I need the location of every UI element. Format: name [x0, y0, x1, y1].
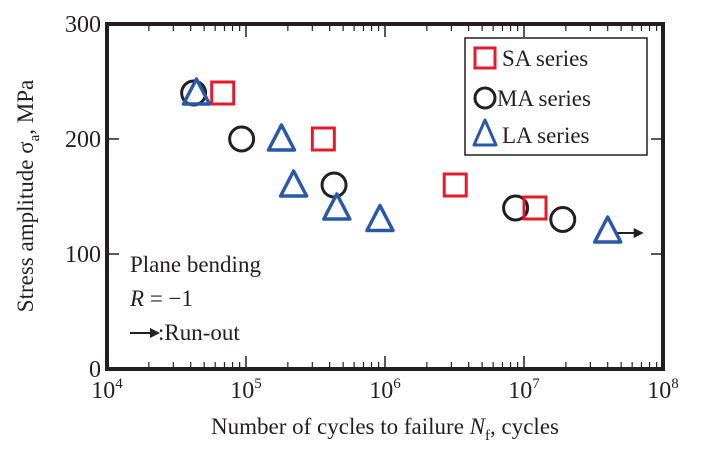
legend-label-la: LA series: [502, 123, 590, 148]
data-point-sa: [522, 195, 548, 221]
y-axis-title-main: Stress amplitude σ: [13, 141, 38, 312]
x-axis-title-suffix: , cycles: [490, 414, 559, 439]
data-point-la: [278, 169, 309, 198]
x-tick-label-exponent: 4: [115, 376, 123, 392]
data-point-la: [365, 203, 395, 233]
data-point-la: [181, 77, 212, 106]
y-axis-title-suffix: , MPa: [13, 80, 38, 135]
annotation-plane-bending: Plane bending: [130, 252, 261, 277]
stress-ratio-value: = −1: [144, 286, 193, 311]
annotation-runout: :Run-out: [158, 320, 240, 345]
x-tick-label-exponent: 5: [254, 376, 262, 392]
y-tick-label: 0: [89, 357, 101, 383]
x-axis-title: Number of cycles to failure Nf, cycles: [211, 414, 559, 444]
runout-arrow-icon: [633, 228, 644, 238]
legend-marker-ma: [473, 86, 497, 110]
x-axis-title-main: Number of cycles to failure: [211, 414, 470, 439]
x-tick-label: 108: [647, 376, 679, 404]
x-tick-label-base: 10: [91, 378, 115, 404]
x-tick-label-exponent: 8: [671, 376, 679, 392]
data-point-la: [592, 215, 623, 244]
x-tick-label-base: 10: [369, 378, 393, 404]
y-axis-title: Stress amplitude σa, MPa: [13, 80, 43, 312]
data-point-ma: [228, 125, 256, 153]
x-tick-label-base: 10: [230, 378, 254, 404]
x-axis-title-symbol: N: [469, 414, 487, 439]
marks-layer: [180, 77, 644, 244]
legend-marker-la: [472, 118, 498, 147]
annotation-stress-ratio: R = −1: [129, 286, 193, 311]
y-tick-label: 100: [65, 242, 101, 268]
plot-frame: [105, 22, 665, 371]
y-tick-label: 300: [65, 12, 101, 38]
legend: SA series MA series LA series: [464, 37, 648, 156]
x-axis-title-subscript: f: [485, 428, 490, 444]
data-point-ma: [549, 206, 577, 233]
x-tick-label: 107: [508, 376, 540, 404]
data-point-la: [266, 123, 297, 152]
y-axis-title-subscript: a: [27, 134, 43, 141]
x-tick-label-exponent: 7: [532, 376, 540, 392]
legend-label-ma: MA series: [497, 86, 591, 111]
data-point-sa: [210, 80, 236, 106]
data-point-sa: [310, 126, 336, 152]
x-tick-label-exponent: 6: [393, 376, 401, 392]
stress-ratio-symbol: R: [129, 286, 144, 311]
x-tick-label: 105: [230, 376, 262, 404]
annotations: Plane bending R = −1 :Run-out: [129, 252, 261, 345]
runout-legend-arrow-icon: [130, 328, 160, 338]
legend-marker-sa: [473, 46, 497, 70]
legend-label-sa: SA series: [502, 46, 588, 71]
x-tick-label: 106: [369, 376, 401, 404]
x-tick-label-base: 10: [508, 378, 532, 404]
x-tick-label-base: 10: [647, 378, 671, 404]
x-tick-label: 104: [91, 376, 123, 404]
y-tick-label: 200: [65, 127, 101, 153]
data-point-la: [322, 192, 352, 221]
data-point-ma: [320, 171, 348, 199]
data-point-sa: [442, 172, 468, 198]
data-point-ma: [502, 194, 530, 222]
